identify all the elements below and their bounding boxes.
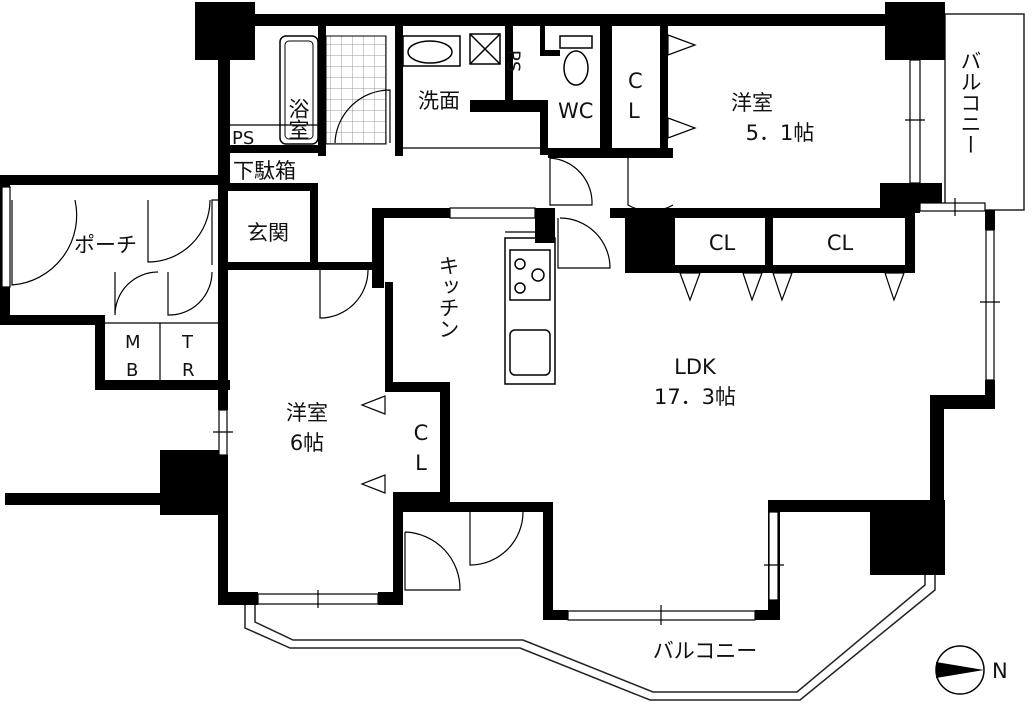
washbasin: [402, 35, 461, 67]
washroom-label: 洗面: [418, 89, 460, 113]
compass-north-label: N: [992, 659, 1008, 683]
mb-m-label: M: [125, 332, 141, 353]
room-labels: 浴室 洗面 PS WC C L 洋室 5．1帖 バルコニー PS 下駄箱 玄関 …: [74, 50, 982, 663]
western-large-size: 6帖: [290, 431, 324, 455]
doors: [11, 89, 674, 591]
ps-top-label: PS: [503, 50, 524, 72]
compass-arrow-icon: [936, 662, 984, 678]
cl-top1-label: CL: [709, 231, 736, 255]
kitchen-label: キッチン: [436, 255, 460, 339]
balcony-south-label: バルコニー: [653, 639, 758, 663]
walls: [0, 2, 995, 620]
balcony-east-outline: [944, 13, 1025, 211]
bath-label-1: 浴室: [286, 98, 310, 140]
western-small-size: 5．1帖: [746, 121, 815, 145]
ps-left-label: PS: [232, 128, 254, 149]
ldk-size: 17．3帖: [654, 385, 736, 409]
western-small-name: 洋室: [731, 91, 773, 115]
mb-b-label: B: [126, 360, 138, 381]
corridor-cl-l: L: [628, 99, 640, 123]
ldk-name: LDK: [674, 355, 717, 379]
cl-top2-label: CL: [827, 231, 854, 255]
entrance-label: 玄関: [247, 221, 289, 245]
tr-t-label: T: [181, 332, 194, 353]
closet-door-marks: [360, 34, 905, 494]
shoe-box-label: 下駄箱: [233, 159, 296, 183]
tr-r-label: R: [182, 360, 195, 381]
bathtub: [279, 35, 319, 145]
windows: [1, 59, 1000, 625]
toilet: [559, 35, 593, 86]
western-large-name: 洋室: [286, 401, 328, 425]
wc-label: WC: [558, 99, 593, 123]
washing-machine-pan: [469, 33, 501, 65]
bath-tile-floor: [325, 35, 387, 145]
kitchen-counter: [504, 237, 556, 385]
mid-cl-l: L: [415, 451, 427, 475]
compass: N: [935, 645, 1008, 695]
mid-cl-c: C: [414, 421, 429, 445]
porch-label: ポーチ: [74, 233, 137, 257]
corridor-cl-c: C: [628, 69, 643, 93]
balcony-south-outline: [244, 575, 936, 701]
balcony-east-label: バルコニー: [958, 50, 982, 155]
interior-lines: [105, 124, 555, 380]
